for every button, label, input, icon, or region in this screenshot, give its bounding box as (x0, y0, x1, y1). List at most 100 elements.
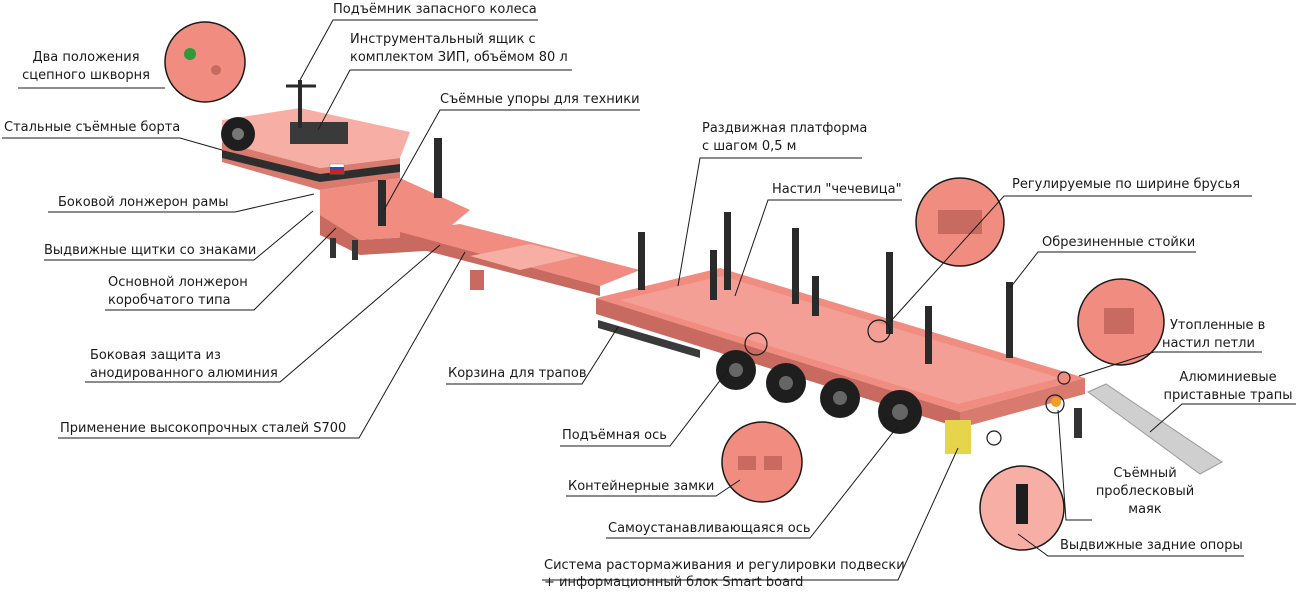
leader-toolbox (317, 69, 572, 131)
rear-support-leg (1074, 408, 1082, 438)
leader-aluminum-ramps (1149, 403, 1296, 433)
leader-brake-system (542, 447, 959, 581)
leader-steel-sides (2, 137, 223, 151)
stop-post-2 (378, 180, 386, 226)
deck-post-4 (792, 228, 799, 304)
leader-extendable-platform (677, 157, 862, 287)
label-side-spar: Боковой лонжерон рамы (58, 195, 229, 210)
label-rear-supports: Выдвижные задние опоры (1060, 538, 1243, 553)
wheel-hub-2 (779, 376, 793, 390)
label-high-strength-steel: Применение высокопрочных сталей S700 (60, 421, 347, 436)
detail-locks (721, 421, 803, 503)
label-toolbox-line1: Инструментальный ящик с (350, 32, 536, 47)
leader-beacon (1057, 409, 1092, 521)
platform-side-front (596, 298, 960, 428)
platform-deck-highlight (620, 276, 1060, 404)
deck-post-5 (886, 252, 893, 334)
aluminum-ramp (1087, 383, 1223, 475)
marker-beams (867, 319, 891, 343)
marker-locks (744, 332, 768, 356)
deck-post-3 (724, 212, 731, 290)
stop-post-1 (434, 138, 442, 198)
marker-beacon (1045, 394, 1065, 414)
detail-beams-block (938, 210, 982, 234)
gooseneck-deck-side (222, 142, 400, 190)
deck-post-6 (925, 306, 932, 364)
ramp-surface (1087, 383, 1223, 475)
label-beacon-line2: проблесковый (1095, 484, 1195, 499)
label-adjustable-beams: Регулируемые по ширине брусья (1012, 177, 1241, 192)
deck-post-7 (1006, 282, 1013, 358)
label-steel-sides: Стальные съёмные борта (4, 120, 181, 135)
label-spare-wheel-lift: Подъёмник запасного колеса (333, 2, 537, 17)
label-lentil-deck: Настил "чечевица" (772, 182, 902, 197)
steel-side-boards (222, 150, 400, 182)
beacon (1051, 397, 1061, 407)
wheel-hub-3 (833, 391, 847, 405)
leader-recessed-loops (1078, 351, 1262, 377)
detail-callouts (164, 21, 1165, 551)
front-support-leg-1 (330, 238, 336, 258)
leader-container-locks (566, 479, 741, 497)
leader-high-strength-steel (58, 251, 466, 439)
label-main-spar-line2: коробчатого типа (108, 293, 231, 308)
leader-lift-axle (560, 369, 729, 447)
detail-locks-right (764, 456, 782, 470)
platform-side-right (960, 378, 1085, 428)
label-beacon-line1: Съёмный (1113, 466, 1177, 481)
detail-kingpin-green (184, 48, 196, 60)
label-lift-axle: Подъёмная ось (562, 428, 667, 443)
label-rubber-posts: Обрезиненные стойки (1042, 235, 1196, 250)
detail-kingpin (164, 21, 246, 103)
marker-loops (1057, 371, 1071, 385)
leader-ramp-basket (446, 326, 619, 385)
neck-top (320, 178, 470, 240)
label-extendable-platform-line2: с шагом 0,5 м (702, 139, 797, 154)
label-kingpin-line1: Два положения (32, 50, 140, 65)
leader-spare-wheel-lift (299, 19, 538, 81)
label-recessed-loops-line1: Утопленные в (1170, 318, 1266, 333)
wheel-hub-1 (729, 363, 743, 377)
flag-badge-red (330, 170, 344, 174)
detail-kingpin-hole (211, 65, 221, 75)
spare-wheel-hub (232, 128, 244, 140)
leader-side-spar (48, 193, 315, 213)
front-support-leg-2 (352, 240, 358, 260)
label-side-protection-line2: анодированного алюминия (90, 366, 278, 381)
label-toolbox-line2: комплектом ЗИП, объёмом 80 л (350, 50, 568, 65)
leader-rubber-posts (1009, 251, 1196, 289)
deck-post-2 (710, 250, 717, 300)
label-main-spar-line1: Основной лонжерон (108, 275, 248, 290)
detail-loops-socket (1104, 308, 1134, 334)
cross-member (470, 244, 580, 270)
deck-post-8 (812, 276, 819, 316)
leader-self-steering-axle (606, 425, 899, 539)
marker-rear-supports (986, 430, 1002, 446)
leader-side-protection (85, 244, 441, 383)
leader-flaps-signs (44, 210, 314, 261)
label-ramp-basket: Корзина для трапов (448, 366, 587, 381)
toolbox (290, 122, 348, 144)
deck-post-1 (638, 232, 645, 290)
main-spar (400, 224, 640, 296)
label-recessed-loops-line2: настил петли (1162, 336, 1255, 351)
label-side-protection-line1: Боковая защита из (90, 348, 221, 363)
cross-member-foot (470, 270, 484, 290)
label-aluminum-ramps-line2: приставные трапы (1163, 388, 1293, 403)
label-container-locks: Контейнерные замки (568, 479, 715, 494)
detail-locks-left (738, 456, 756, 470)
label-beacon-line3: маяк (1128, 502, 1162, 517)
leader-removable-stops (383, 109, 640, 211)
ramp-basket (598, 320, 700, 358)
label-extendable-platform-line1: Раздвижная платформа (702, 121, 868, 136)
platform (596, 212, 1085, 454)
leader-lines (2, 19, 1296, 581)
wheel-hub-4 (892, 404, 908, 420)
label-flaps-signs: Выдвижные щитки со знаками (44, 243, 257, 258)
label-brake-system-line1: Система растормаживания и регулировки по… (544, 558, 905, 573)
leader-rear-supports (1017, 533, 1244, 557)
label-self-steering-axle: Самоустанавливающаяся ось (608, 521, 811, 536)
label-kingpin-line2: сцепного шкворня (22, 68, 150, 83)
